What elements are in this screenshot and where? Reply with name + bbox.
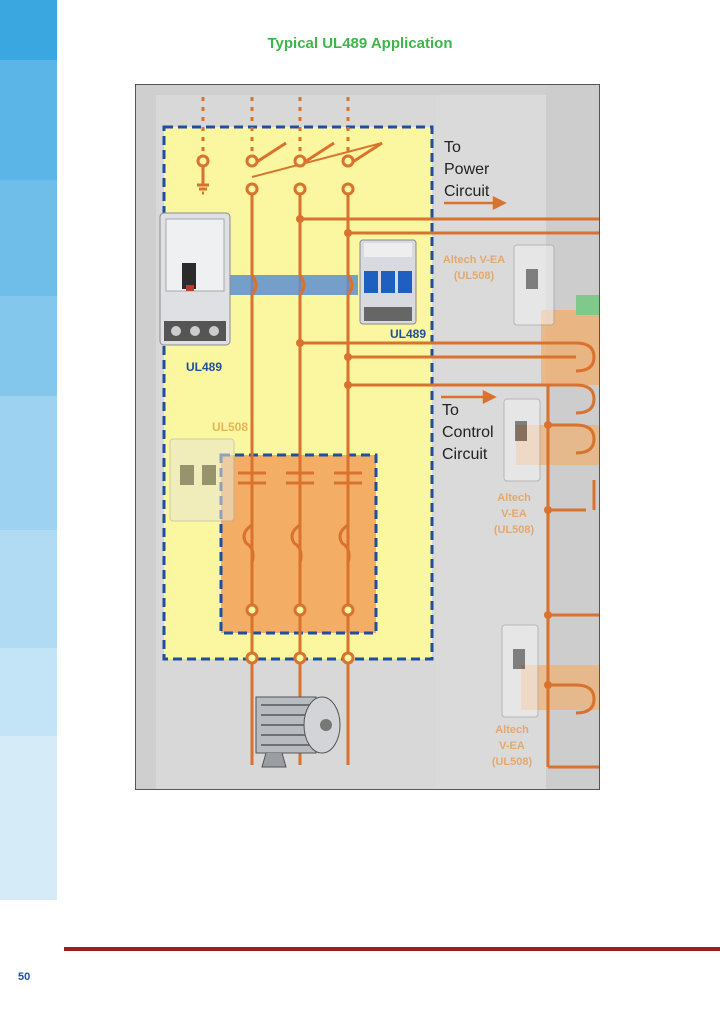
mccb-device [159,212,231,346]
altech-device-2 [503,398,541,482]
altech-2-line-1: Altech [497,492,531,504]
altech-2-line-2: V-EA [501,508,527,520]
page-title: Typical UL489 Application [267,35,453,52]
ul489-application-diagram: To Power Circuit To Control Circuit UL48… [135,84,600,790]
altech-1-line-1: Altech V-EA [443,254,505,266]
altech-2-line-3: (UL508) [494,524,535,536]
mcb-device-ul489 [359,239,417,325]
page-number: 50 [18,971,31,983]
sidebar-color-bands [0,0,57,900]
ul508-device [169,438,235,522]
altech-3-line-1: Altech [495,724,529,736]
to-power-line-3: Circuit [444,183,490,200]
footer-divider [64,947,720,951]
altech-device-3 [501,624,539,718]
ul489-mcb-label: UL489 [390,327,426,341]
to-control-line-3: Circuit [442,446,488,463]
altech-3-line-2: V-EA [499,740,525,752]
altech-1-line-2: (UL508) [454,270,495,282]
to-power-line-2: Power [444,161,490,178]
motor [255,696,341,768]
altech-device-1 [513,244,555,326]
ul489-mccb-label: UL489 [186,360,222,374]
to-power-line-1: To [444,139,461,156]
to-control-line-1: To [442,402,459,419]
to-control-line-2: Control [442,424,494,441]
ul508-label: UL508 [212,420,248,434]
altech-3-line-3: (UL508) [492,756,533,768]
